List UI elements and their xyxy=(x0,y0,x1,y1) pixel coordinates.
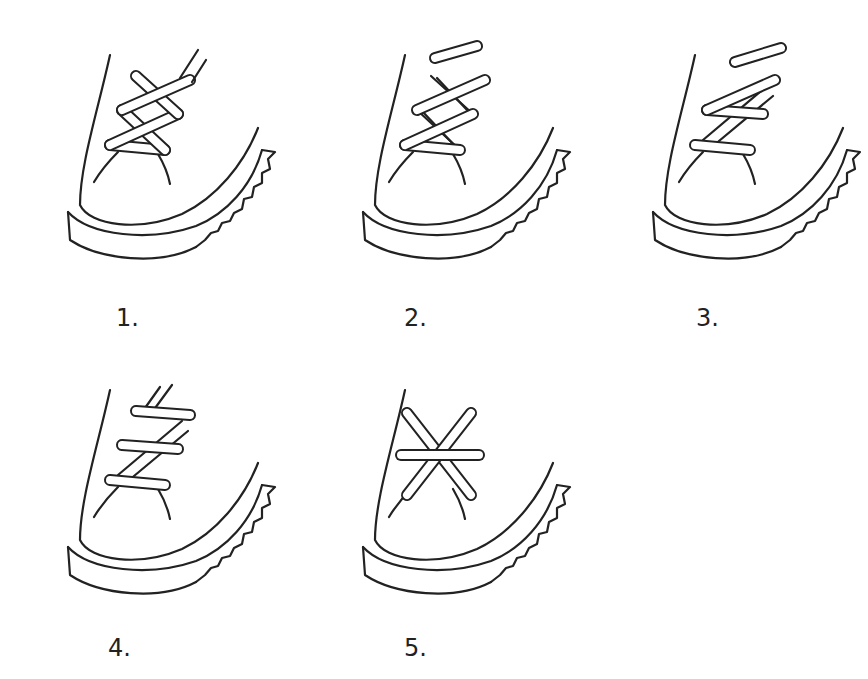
callout-number: 2. xyxy=(404,306,427,330)
callout-number: 3. xyxy=(696,306,719,330)
callout-number: 4. xyxy=(108,636,131,660)
callout-number: 1. xyxy=(116,306,139,330)
callout-number: 5. xyxy=(404,636,427,660)
